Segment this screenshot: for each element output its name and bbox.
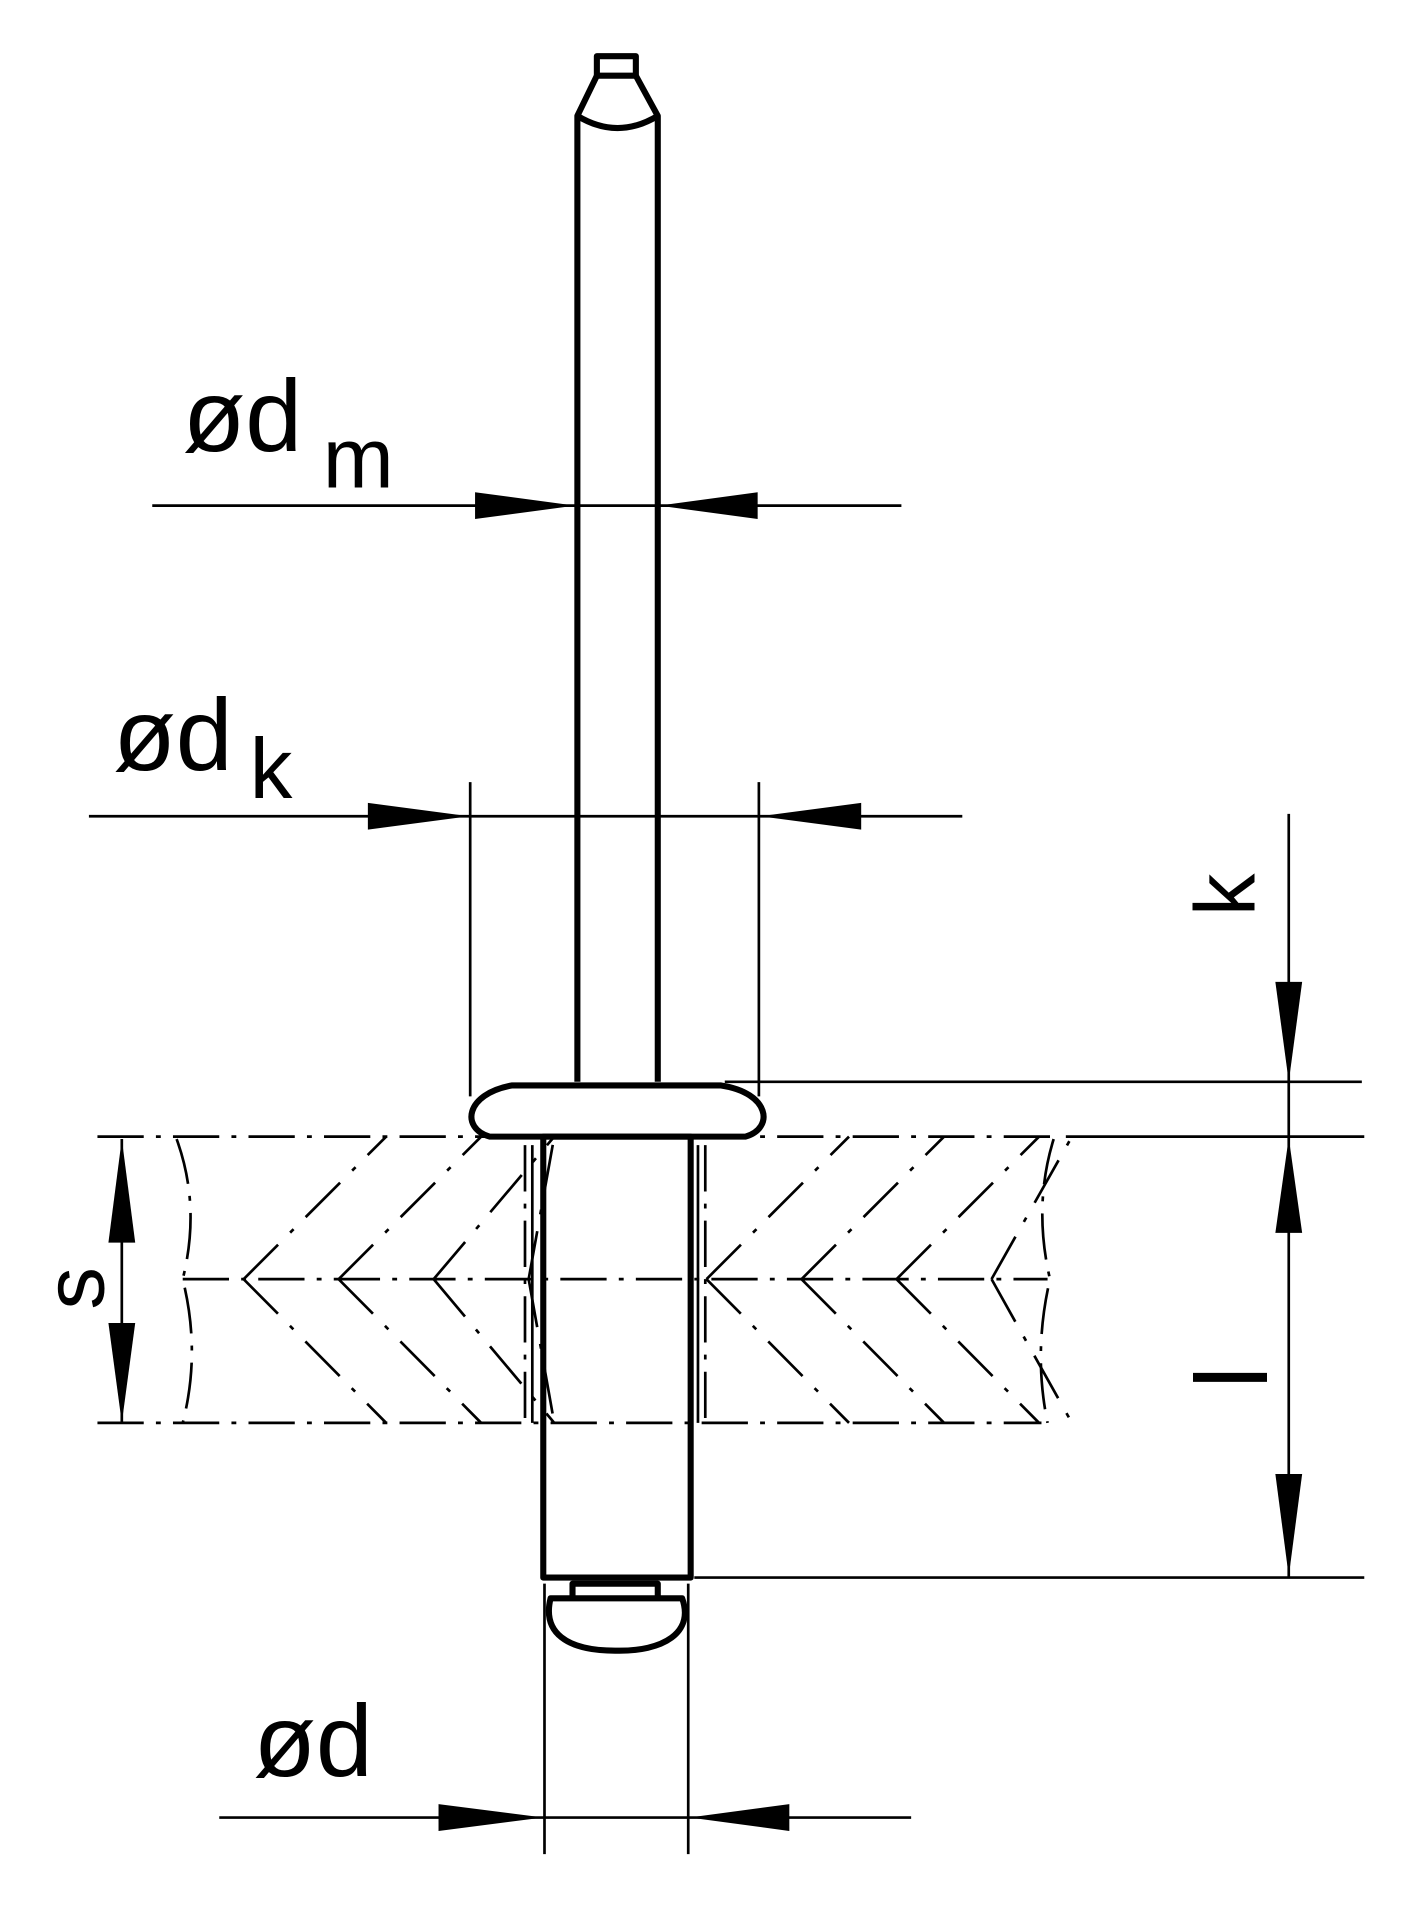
label-s: s xyxy=(28,1267,123,1310)
label-d: ød xyxy=(253,1683,372,1798)
hatch-line xyxy=(337,1278,483,1424)
label-k: k xyxy=(1179,873,1274,916)
mandrel xyxy=(574,53,661,1082)
hatch-line xyxy=(242,1135,388,1281)
label-l: l xyxy=(1174,1366,1289,1389)
mandrel-head xyxy=(546,1580,688,1654)
hatch-line xyxy=(990,1278,1074,1424)
hatch-line xyxy=(705,1135,850,1281)
label-dk-sub: k xyxy=(250,722,293,817)
bore-lines xyxy=(530,1145,700,1423)
hatch-line xyxy=(242,1278,388,1424)
hatch-line xyxy=(432,1135,556,1281)
hatch-line xyxy=(527,1278,556,1424)
hatch-line xyxy=(527,1136,556,1280)
hatch-line xyxy=(705,1278,850,1424)
label-dm-sub: m xyxy=(323,411,394,506)
material-plates xyxy=(97,1135,1365,1425)
bore-centerlines xyxy=(523,1145,707,1423)
extension-lines xyxy=(468,782,1365,1855)
dimension-s: s xyxy=(28,1139,136,1423)
hatch-line xyxy=(990,1135,1074,1280)
hatch-line xyxy=(432,1278,556,1424)
rivet-sleeve xyxy=(540,1133,694,1581)
dimension-dk: ød k xyxy=(88,677,963,830)
label-dm: ød xyxy=(183,358,302,473)
dimension-k-l: k l xyxy=(1174,813,1303,1578)
hatch-line xyxy=(800,1278,945,1424)
dimension-d: ød xyxy=(219,1683,912,1831)
hatch-line xyxy=(895,1135,1040,1281)
label-dk: ød xyxy=(113,677,232,792)
hatch-line xyxy=(895,1278,1040,1424)
dimension-dm: ød m xyxy=(152,358,902,520)
hatch-line xyxy=(800,1135,945,1281)
hatch-line xyxy=(337,1135,483,1281)
rivet-head xyxy=(468,1082,767,1140)
